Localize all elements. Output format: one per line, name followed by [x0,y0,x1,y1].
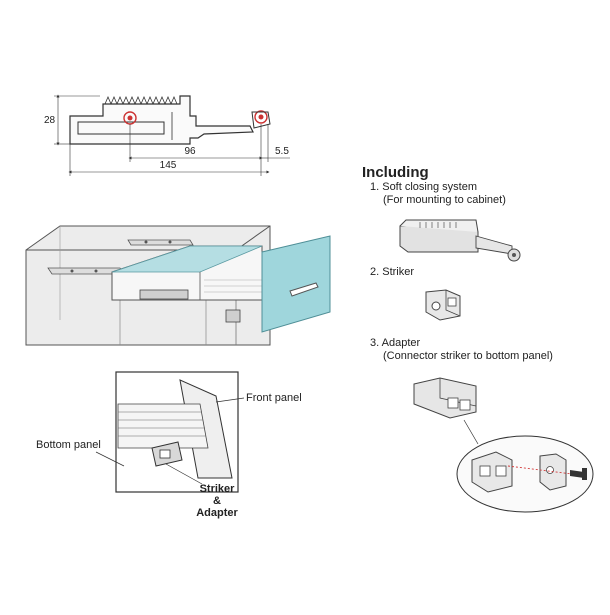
spring-coil [104,95,178,106]
drawer-runner-right [127,239,194,246]
striker-callout-line1: Striker [200,483,236,495]
closer-body-outline [69,95,254,145]
bottom-panel-label: Bottom panel [36,439,101,451]
item1-line1: 1. Soft closing system [370,181,477,193]
striker-callout-line2: & [213,495,221,507]
inset-drawer-side [117,403,209,449]
screw [570,470,584,478]
dim-hole-spacing: 96 [184,146,196,157]
item3-line2: (Connector striker to bottom panel) [383,350,553,362]
including-section: Including 1. Soft closing system (For mo… [362,164,594,513]
assembly-detail [456,435,594,513]
adapter-part [413,377,479,445]
front-panel-label: Front panel [246,392,302,404]
drawer-front-panel [261,235,331,333]
dim-overall-length: 145 [160,160,177,171]
closer-slot [77,121,165,135]
drawer-bottom-tint [111,245,263,273]
detail-inset: Front panel Bottom panel Striker & Adapt… [36,371,302,519]
item3-line1: 3. Adapter [370,337,420,349]
striker-callout-line3: Adapter [196,507,238,519]
technical-drawing: 28 96 5.5 145 [44,94,290,176]
drawer-handle [289,282,319,297]
installed-soft-closer [139,289,189,300]
item1-line2: (For mounting to cabinet) [383,194,506,206]
mount-hole-right [254,110,268,124]
dim-offset: 5.5 [275,146,289,157]
item2-line1: 2. Striker [370,266,414,278]
alignment-line [507,465,573,475]
soft-closer-part [399,219,521,262]
cabinet-illustration [25,225,331,346]
including-heading: Including [362,164,429,181]
dimension-lines [54,94,290,176]
dim-height: 28 [44,115,56,126]
striker-part [425,289,461,321]
